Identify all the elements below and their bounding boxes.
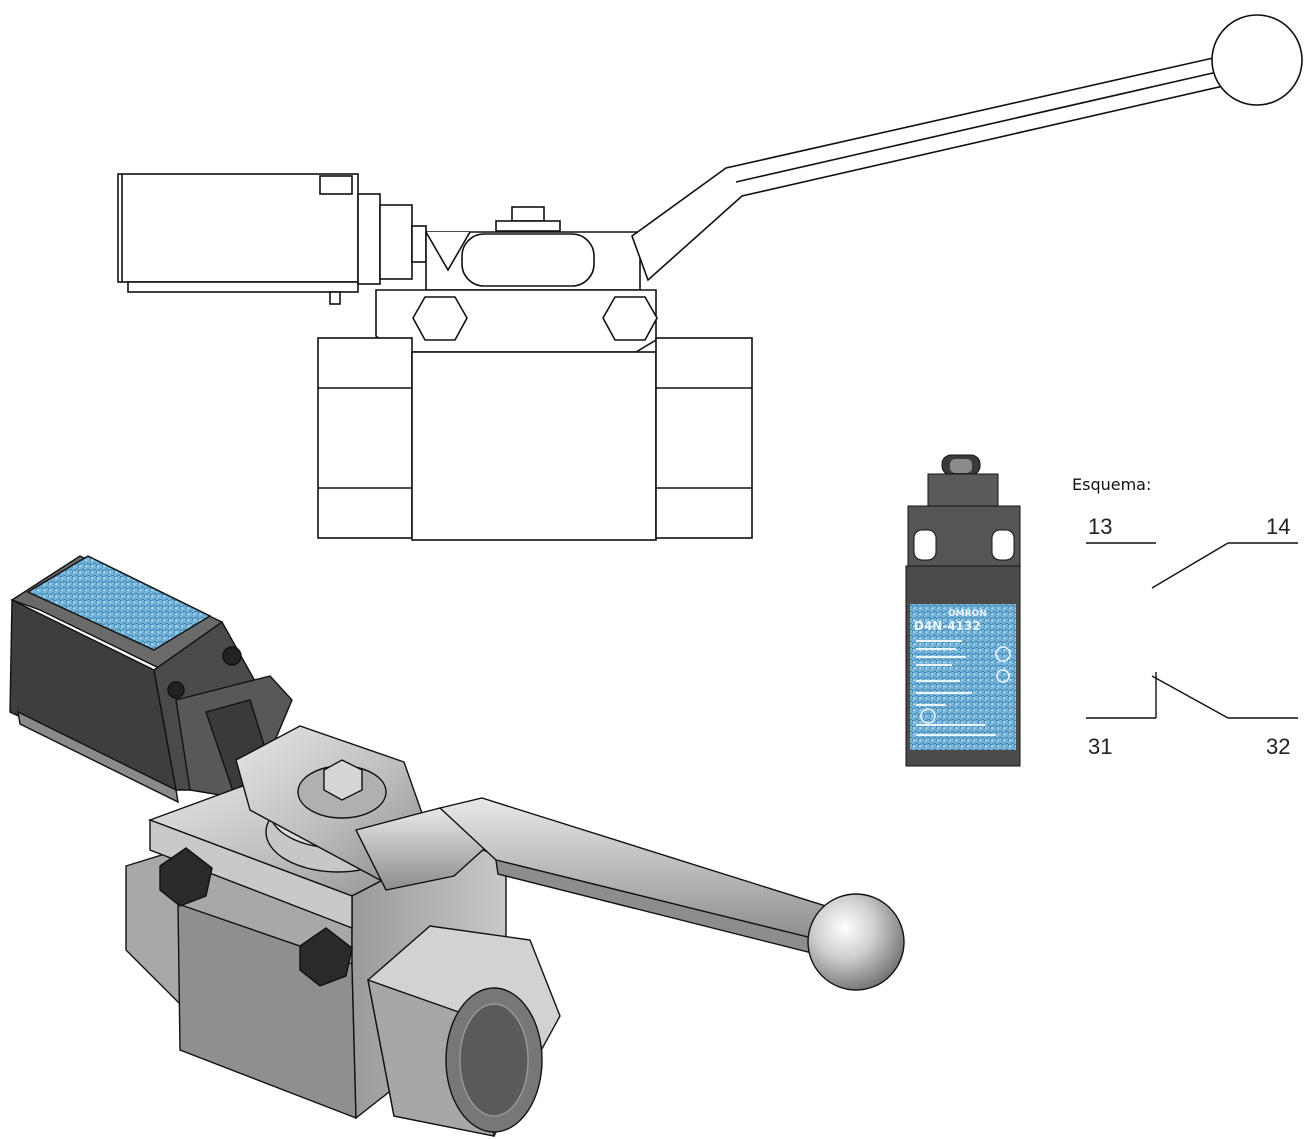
terminal-31: 31	[1088, 734, 1112, 759]
valve-line-drawing	[117, 14, 1303, 541]
contact-schematic: Esquema: 13 14 31 32	[1072, 475, 1298, 759]
limit-switch-front-view: OMRON D4N-4132	[905, 454, 1021, 767]
valve-handle-3d	[354, 797, 905, 991]
schematic-title: Esquema:	[1072, 475, 1151, 494]
valve-handle-line	[631, 14, 1303, 282]
valve-stem-top	[425, 206, 641, 291]
switch-brand: OMRON	[948, 609, 987, 619]
valve-3d-render	[9, 555, 905, 1137]
mounting-bracket	[375, 289, 658, 353]
switch-model: D4N-4132	[914, 619, 981, 633]
valve-body-3d	[125, 775, 561, 1137]
valve-body-line	[317, 337, 753, 541]
terminal-32: 32	[1266, 734, 1290, 759]
switch-label-marks	[916, 640, 1011, 736]
contact-lines	[1086, 542, 1298, 719]
terminal-14: 14	[1266, 514, 1290, 539]
limit-switch-side-view	[117, 173, 427, 305]
terminal-13: 13	[1088, 514, 1112, 539]
